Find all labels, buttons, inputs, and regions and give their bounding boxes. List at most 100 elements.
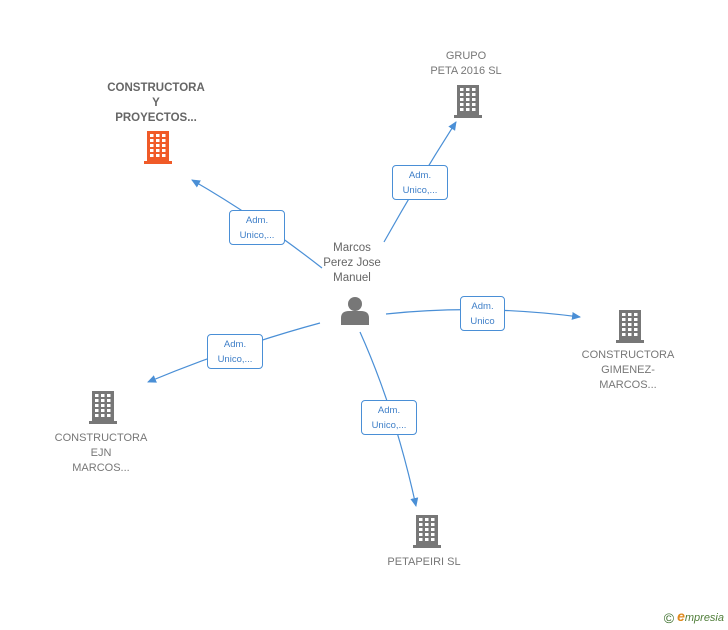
building-icon[interactable] [616,310,644,343]
building-window [466,98,470,101]
building-window [156,139,160,142]
building-window [156,134,160,137]
building-window [419,528,423,531]
building-window [466,108,470,111]
building-window [107,399,111,402]
copyright-icon: © [663,610,675,626]
building-window [95,414,99,417]
building-window [466,93,470,96]
building-window [472,98,476,101]
building-window [634,323,638,326]
building-window [419,538,423,541]
building-icon[interactable] [144,131,172,164]
building-window [634,318,638,321]
building-base [144,161,172,164]
person-name-label[interactable]: Marcos Perez Jose Manuel [323,242,381,284]
building-window [150,144,154,147]
edge-label-petapeiri[interactable]: Adm. Unico,... [361,400,417,435]
building-base [454,115,482,118]
building-window [431,538,435,541]
building-window [162,144,166,147]
building-window [107,394,111,397]
building-window [431,528,435,531]
building-window [419,518,423,521]
building-window [628,323,632,326]
building-window [466,88,470,91]
building-window [472,88,476,91]
building-base [413,545,441,548]
company-label-grupo-peta[interactable]: GRUPO PETA 2016 SL [430,50,502,77]
building-window [101,399,105,402]
building-base [89,421,117,424]
building-window [101,404,105,407]
building-window [628,328,632,331]
building-window [95,394,99,397]
edge-label-grupo-peta[interactable]: Adm. Unico,... [392,165,448,200]
building-window [628,313,632,316]
building-icon[interactable] [413,515,441,548]
building-window [431,518,435,521]
brand-footer: © empresia [664,608,724,626]
building-window [162,154,166,157]
building-window [622,318,626,321]
brand-logo-text: mpresia [684,611,724,624]
building-icon[interactable] [454,85,482,118]
building-window [425,533,429,536]
building-window [634,328,638,331]
building-window [466,103,470,106]
building-window [107,414,111,417]
building-window [472,103,476,106]
building-window [425,523,429,526]
building-window [101,394,105,397]
building-window [107,404,111,407]
building-window [622,323,626,326]
edge-label-constructora-y-proyectos[interactable]: Adm. Unico,... [229,210,285,245]
building-window [425,518,429,521]
building-window [150,134,154,137]
building-icon[interactable] [89,391,117,424]
edge-label-constructora-gimenez[interactable]: Adm. Unico [460,296,505,331]
person-icon[interactable] [341,297,369,325]
building-window [95,404,99,407]
edge-label-constructora-ejn[interactable]: Adm. Unico,... [207,334,263,369]
building-window [425,528,429,531]
building-window [419,533,423,536]
company-label-constructora-ejn[interactable]: CONSTRUCTORA EJN MARCOS... [54,432,148,474]
building-window [156,149,160,152]
building-window [162,139,166,142]
building-base [616,340,644,343]
building-window [425,538,429,541]
building-window [431,523,435,526]
company-label-constructora-y-proyectos[interactable]: CONSTRUCTORA Y PROYECTOS... [107,82,205,124]
building-window [622,313,626,316]
building-window [628,318,632,321]
building-window [156,144,160,147]
building-window [472,93,476,96]
building-window [419,523,423,526]
building-window [460,98,464,101]
building-window [622,333,626,336]
building-window [101,409,105,412]
building-window [162,134,166,137]
building-window [634,313,638,316]
building-window [628,333,632,336]
building-window [95,399,99,402]
company-label-constructora-gimenez[interactable]: CONSTRUCTORA GIMENEZ- MARCOS... [581,349,675,391]
building-window [460,103,464,106]
building-window [472,108,476,111]
building-window [460,88,464,91]
building-window [162,149,166,152]
building-window [622,328,626,331]
building-window [156,154,160,157]
building-window [150,149,154,152]
building-window [460,108,464,111]
building-window [150,139,154,142]
building-window [431,533,435,536]
building-window [107,409,111,412]
building-window [95,409,99,412]
brand-logo-initial: e [677,607,685,624]
building-window [150,154,154,157]
building-window [101,414,105,417]
company-label-petapeiri[interactable]: PETAPEIRI SL [387,556,461,568]
